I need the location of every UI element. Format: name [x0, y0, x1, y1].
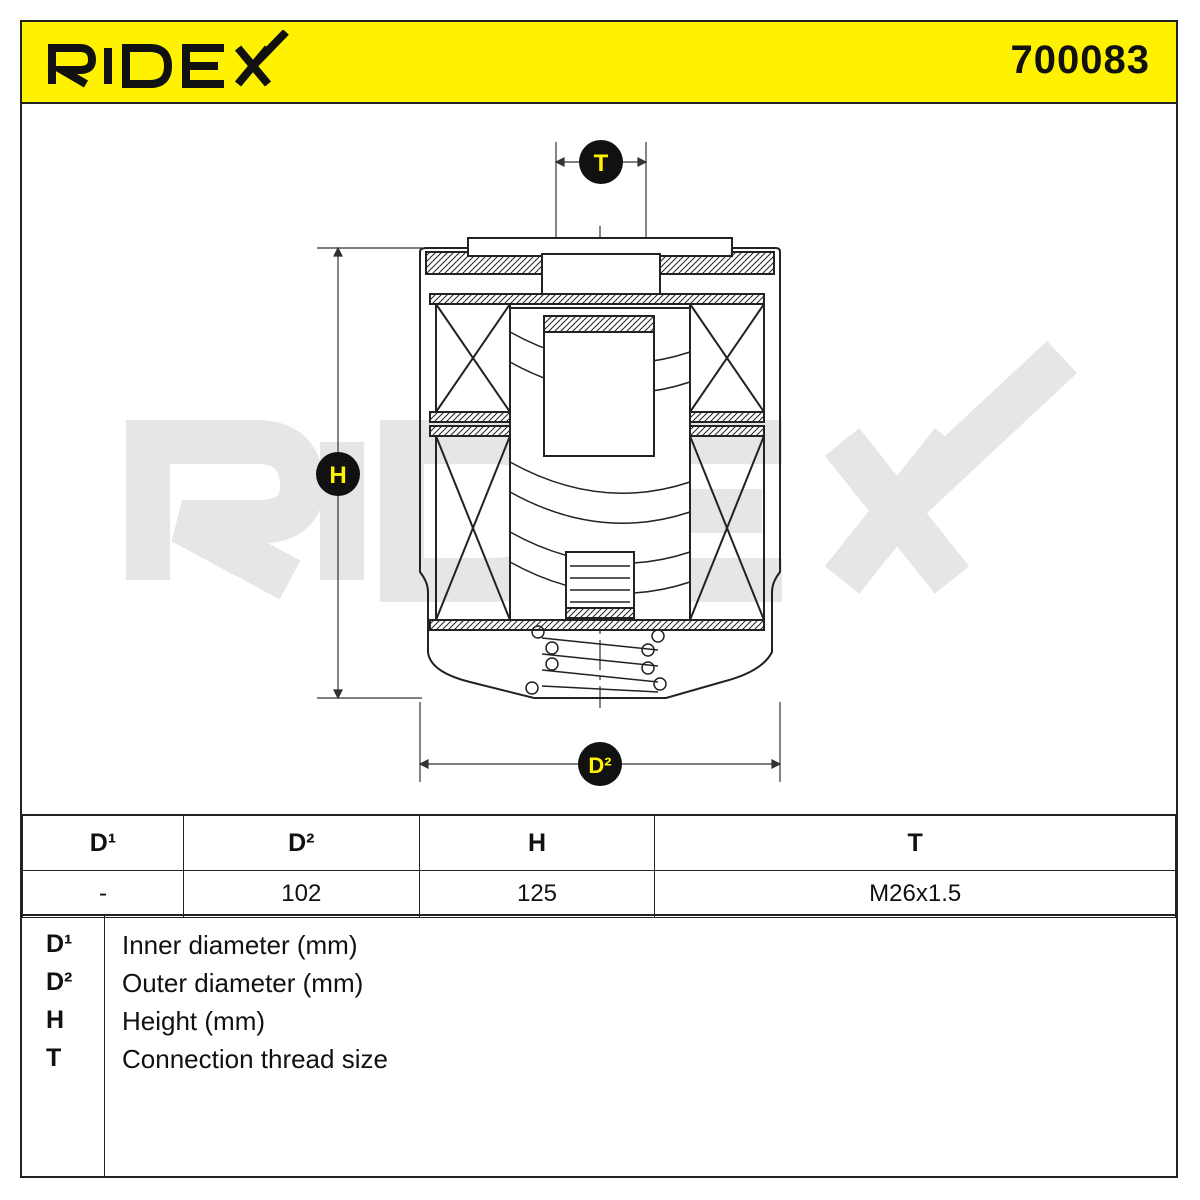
- legend-row: H Height (mm): [22, 1006, 1176, 1044]
- legend-symbol: D²: [46, 968, 73, 996]
- header-d2: D²: [182, 814, 420, 871]
- header-h: H: [418, 814, 656, 871]
- header-d1: D¹: [22, 814, 184, 871]
- part-number: 700083: [1010, 38, 1150, 82]
- legend-description: Inner diameter (mm): [122, 930, 358, 960]
- marker-h-label: H: [329, 462, 346, 489]
- legend-description: Connection thread size: [122, 1044, 388, 1074]
- value-d1: -: [22, 870, 184, 918]
- header-t: T: [654, 814, 1176, 871]
- legend-row: T Connection thread size: [22, 1044, 1176, 1082]
- brand-logo: [46, 29, 296, 95]
- legend-description: Outer diameter (mm): [122, 968, 364, 998]
- legend-row: D² Outer diameter (mm): [22, 968, 1176, 1006]
- marker-d2: D²: [578, 742, 622, 786]
- value-d2: 102: [182, 870, 420, 918]
- oil-filter-drawing: T H D²: [126, 140, 1078, 786]
- marker-d2-label: D²: [588, 753, 611, 778]
- legend-symbol: H: [46, 1006, 65, 1034]
- product-sheet: 700083: [20, 20, 1178, 1178]
- legend: D¹ Inner diameter (mm) D² Outer diameter…: [22, 914, 1176, 1178]
- legend-divider: [104, 916, 105, 1178]
- legend-description: Height (mm): [122, 1006, 266, 1036]
- marker-t: T: [579, 140, 623, 184]
- technical-drawing: T H D²: [22, 102, 1176, 814]
- spec-table-value-row: - 102 125 M26x1.5: [22, 870, 1176, 918]
- spec-table-header-row: D¹ D² H T: [22, 814, 1176, 871]
- marker-h: H: [316, 452, 360, 496]
- header-bar: 700083: [22, 22, 1176, 104]
- legend-symbol: T: [46, 1044, 62, 1072]
- value-h: 125: [418, 870, 656, 918]
- legend-row: D¹ Inner diameter (mm): [22, 930, 1176, 968]
- legend-symbol: D¹: [46, 930, 73, 958]
- spec-table: D¹ D² H T - 102 125 M26x1.5: [22, 814, 1176, 918]
- marker-t-label: T: [594, 150, 609, 177]
- filter-body: [419, 237, 781, 699]
- value-t: M26x1.5: [654, 870, 1176, 918]
